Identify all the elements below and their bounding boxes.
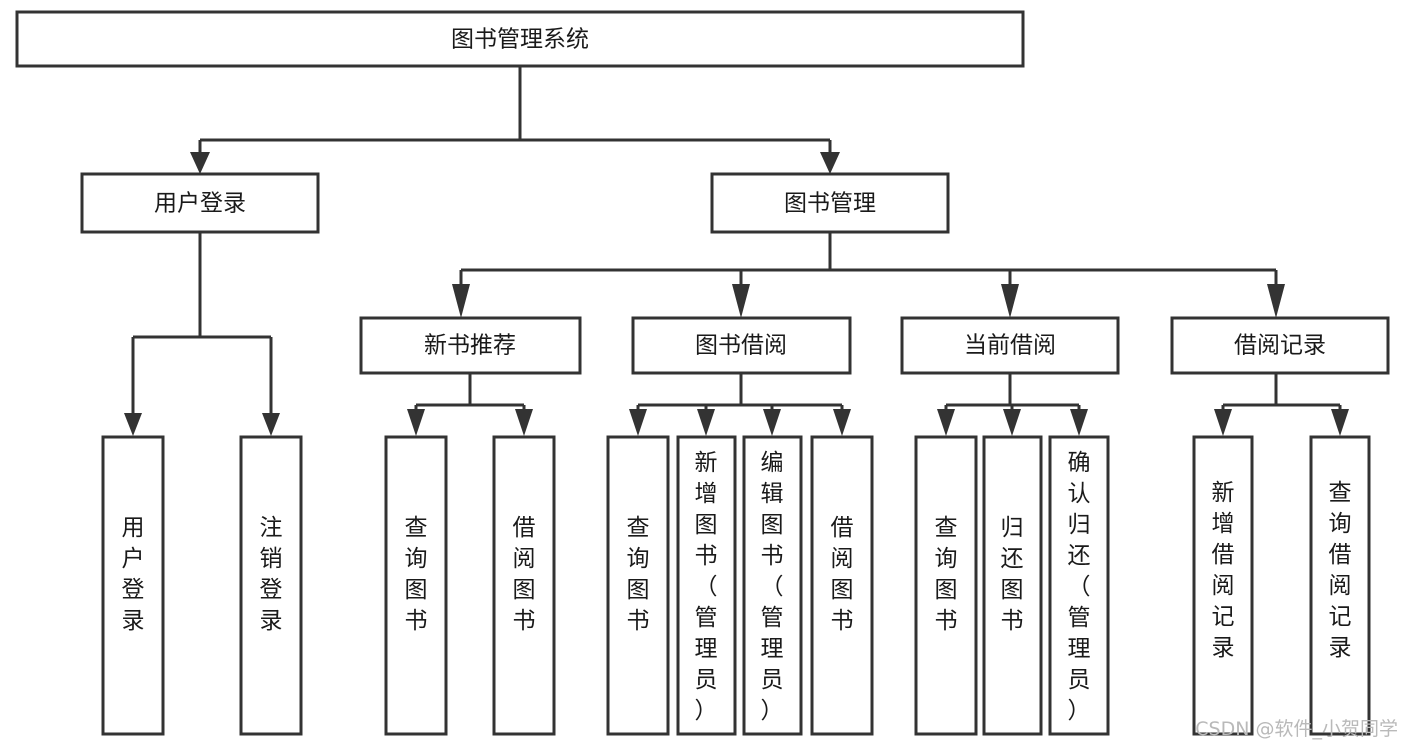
node-leaf-query-borrow-record-box[interactable]: [1309, 435, 1371, 736]
arrow-head-book-management: [820, 152, 840, 174]
arrow-head-leaf-user-login: [124, 413, 142, 436]
node-leaf-add-borrow-record-label: 新增借阅记录: [1212, 480, 1235, 661]
node-leaf-borrow-book-1[interactable]: 借阅图书: [492, 435, 556, 736]
arrow-head-book-borrow: [732, 284, 750, 318]
node-leaf-edit-book-admin-box[interactable]: [742, 435, 803, 736]
node-leaf-query-borrow-record[interactable]: 查询借阅记录: [1309, 435, 1371, 736]
node-leaf-borrow-book-2-label: 借阅图书: [831, 515, 854, 634]
node-leaf-add-borrow-record[interactable]: 新增借阅记录: [1192, 435, 1254, 736]
arrow-head-leaf-logout-login: [262, 413, 280, 436]
node-leaf-add-book-admin[interactable]: 新增图书（管理员）: [676, 435, 737, 736]
node-leaf-logout-login-box[interactable]: [239, 435, 303, 736]
node-leaf-query-book-1-label: 查询图书: [405, 515, 428, 634]
node-book-borrow[interactable]: 图书借阅: [631, 316, 852, 375]
node-leaf-query-book-2-label: 查询图书: [627, 515, 650, 634]
arrow-head-leaf-borrow-book-2: [833, 409, 851, 436]
node-leaf-query-borrow-record-label: 查询借阅记录: [1329, 480, 1352, 661]
arrow-head-leaf-return-book: [1003, 409, 1021, 436]
node-current-borrow-box[interactable]: [900, 316, 1120, 375]
node-leaf-edit-book-admin-label: 编辑图书（管理员）: [761, 450, 784, 724]
node-leaf-borrow-book-2-box[interactable]: [810, 435, 874, 736]
node-leaf-query-book-1-box[interactable]: [384, 435, 448, 736]
node-leaf-query-book-3[interactable]: 查询图书: [914, 435, 978, 736]
node-book-management-label: 图书管理: [784, 191, 876, 217]
node-leaf-borrow-book-2[interactable]: 借阅图书: [810, 435, 874, 736]
node-new-book-recommend-label: 新书推荐: [424, 333, 516, 359]
node-leaf-edit-book-admin[interactable]: 编辑图书（管理员）: [742, 435, 803, 736]
arrow-head-borrow-record: [1267, 284, 1285, 318]
node-leaf-query-book-3-label: 查询图书: [935, 515, 958, 634]
node-leaf-add-book-admin-label: 新增图书（管理员）: [695, 450, 718, 724]
node-leaf-user-login[interactable]: 用户登录: [101, 435, 165, 736]
arrow-head-leaf-edit-book-admin: [763, 409, 781, 436]
arrow-head-leaf-query-book-2: [629, 409, 647, 436]
arrow-head-leaf-add-borrow-record: [1214, 409, 1232, 436]
node-leaf-query-book-1[interactable]: 查询图书: [384, 435, 448, 736]
node-borrow-record[interactable]: 借阅记录: [1170, 316, 1390, 375]
arrow-head-leaf-confirm-return-admin: [1070, 409, 1088, 436]
node-leaf-borrow-book-1-label: 借阅图书: [513, 515, 536, 634]
node-book-management[interactable]: 图书管理: [710, 172, 950, 234]
node-leaf-user-login-box[interactable]: [101, 435, 165, 736]
node-borrow-record-box[interactable]: [1170, 316, 1390, 375]
node-book-borrow-box[interactable]: [631, 316, 852, 375]
node-leaf-logout-login-label: 注销登录: [260, 515, 283, 634]
node-user-login[interactable]: 用户登录: [80, 172, 320, 234]
arrow-head-leaf-query-borrow-record: [1331, 409, 1349, 436]
node-leaf-return-book-box[interactable]: [982, 435, 1043, 736]
node-user-login-box[interactable]: [80, 172, 320, 234]
node-current-borrow[interactable]: 当前借阅: [900, 316, 1120, 375]
node-leaf-return-book[interactable]: 归还图书: [982, 435, 1043, 736]
node-leaf-confirm-return-admin-box[interactable]: [1048, 435, 1110, 736]
node-new-book-recommend[interactable]: 新书推荐: [359, 316, 582, 375]
arrow-head-leaf-borrow-book-1: [515, 409, 533, 436]
node-current-borrow-label: 当前借阅: [964, 333, 1056, 359]
node-user-login-label: 用户登录: [154, 191, 246, 217]
arrow-head-user-login: [190, 152, 210, 174]
node-new-book-recommend-box[interactable]: [359, 316, 582, 375]
node-leaf-query-book-3-box[interactable]: [914, 435, 978, 736]
watermark: CSDN @软件_小贺同学: [1195, 718, 1398, 740]
arrow-head-leaf-add-book-admin: [697, 409, 715, 436]
node-leaf-query-book-2-box[interactable]: [606, 435, 670, 736]
node-leaf-add-borrow-record-box[interactable]: [1192, 435, 1254, 736]
arrow-head-leaf-query-book-1: [407, 409, 425, 436]
node-borrow-record-label: 借阅记录: [1234, 333, 1326, 359]
node-root-label: 图书管理系统: [451, 27, 589, 53]
node-leaf-logout-login[interactable]: 注销登录: [239, 435, 303, 736]
node-leaf-confirm-return-admin-label: 确认归还（管理员）: [1068, 450, 1091, 724]
node-leaf-return-book-label: 归还图书: [1001, 515, 1024, 634]
node-leaf-add-book-admin-box[interactable]: [676, 435, 737, 736]
node-leaf-confirm-return-admin[interactable]: 确认归还（管理员）: [1048, 435, 1110, 736]
arrow-head-new-book-recommend: [452, 284, 470, 318]
node-book-borrow-label: 图书借阅: [695, 333, 787, 359]
node-leaf-borrow-book-1-box[interactable]: [492, 435, 556, 736]
arrow-head-leaf-query-book-3: [937, 409, 955, 436]
node-book-management-box[interactable]: [710, 172, 950, 234]
node-root-box[interactable]: [15, 10, 1025, 68]
node-root[interactable]: 图书管理系统: [15, 10, 1025, 68]
arrow-head-current-borrow: [1001, 284, 1019, 318]
connector-layer: [124, 66, 1349, 436]
node-leaf-query-book-2[interactable]: 查询图书: [606, 435, 670, 736]
node-leaf-user-login-label: 用户登录: [122, 515, 145, 634]
